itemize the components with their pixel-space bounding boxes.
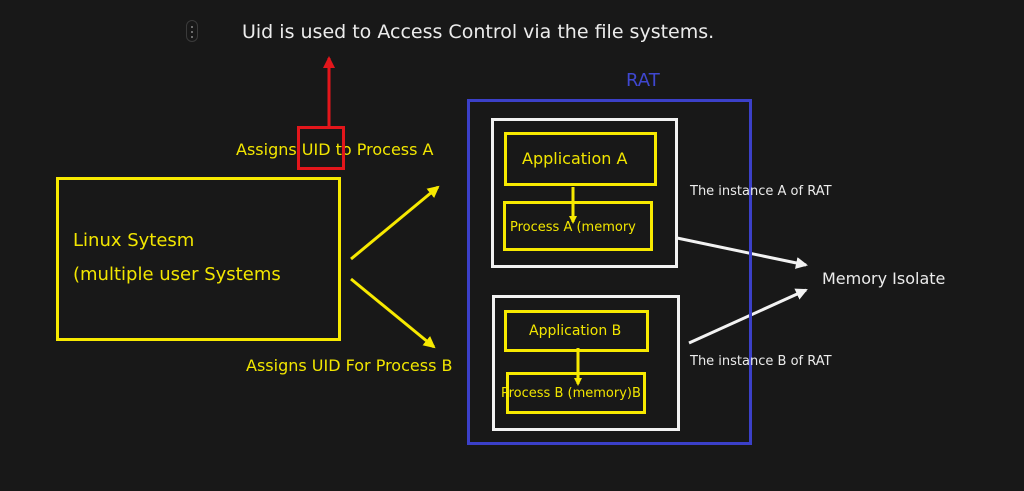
- linux-system-box: Linux Sytesm (multiple user Systems: [56, 177, 341, 341]
- instance-b-to-memory-arrow: [688, 288, 808, 345]
- instance-a-box: [491, 118, 678, 268]
- arrow-to-instance-a: [350, 185, 440, 261]
- assign-uid-b-label: Assigns UID For Process B: [246, 356, 453, 375]
- rat-label: RAT: [626, 70, 660, 91]
- assign-a-uid: UID: [301, 140, 331, 159]
- title-note: Uid is used to Access Control via the fi…: [242, 21, 715, 43]
- process-a-label: Process A (memory: [510, 220, 636, 235]
- process-b-label: Process B (memory)B: [501, 386, 641, 401]
- instance-a-to-memory-arrow: [676, 236, 808, 269]
- rat-container: [467, 99, 752, 445]
- application-a-box: Application A: [504, 132, 657, 186]
- instance-b-box: [492, 295, 680, 431]
- application-b-label: Application B: [529, 323, 622, 339]
- assign-a-prefix: Assigns: [236, 140, 302, 159]
- instance-a-label: The instance A of RAT: [690, 184, 832, 199]
- drag-handle-icon[interactable]: [186, 20, 198, 42]
- application-b-box: Application B: [504, 310, 649, 352]
- process-a-box: Process A (memory: [503, 201, 653, 251]
- memory-isolate-label: Memory Isolate: [822, 269, 946, 288]
- instance-b-label: The instance B of RAT: [690, 354, 832, 369]
- assign-a-suffix: to Process A: [330, 140, 434, 159]
- assign-uid-a-label: Assigns UID to Process A: [236, 140, 434, 159]
- linux-line1: Linux Sytesm: [73, 230, 195, 251]
- arrow-to-instance-b: [350, 277, 436, 349]
- process-b-box: Process B (memory)B: [501, 372, 646, 414]
- linux-line2: (multiple user Systems: [73, 264, 281, 285]
- application-a-label: Application A: [522, 149, 628, 168]
- uid-highlight-box: [297, 126, 345, 170]
